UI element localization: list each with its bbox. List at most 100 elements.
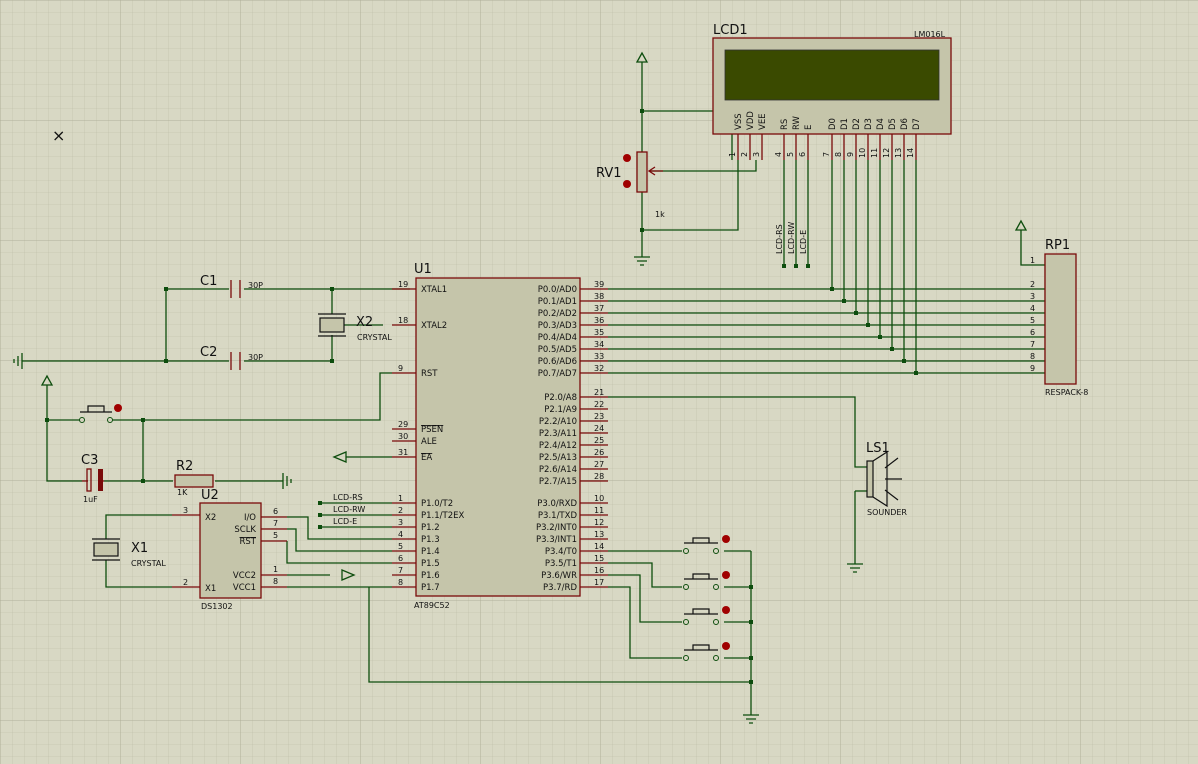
u1-pin-label: P3.1/TXD	[538, 511, 578, 521]
u1-pin-number: 11	[594, 506, 604, 515]
vcc-arrow-ea	[332, 451, 347, 463]
u1-pin-number: 2	[398, 506, 403, 515]
u1-pin-label: P1.3	[421, 535, 440, 545]
x1-crystal[interactable]: X1 CRYSTAL	[92, 538, 166, 568]
rp1-pin-number: 1	[1030, 256, 1035, 265]
lcd-pin-label: D5	[888, 118, 898, 130]
u2-pin-number: 7	[273, 519, 278, 528]
ls1-sounder[interactable]: LS1 SOUNDER	[866, 441, 907, 517]
rp1-pin-number: 8	[1030, 352, 1035, 361]
u1-pin-number: 37	[594, 304, 604, 313]
u1-pin-number: 16	[594, 566, 604, 575]
push-button-4[interactable]	[683, 642, 731, 661]
u1-pin-label: P0.7/AD7	[538, 369, 577, 379]
lcd-pin-label: D2	[852, 118, 862, 130]
lcd-pin-label: D6	[900, 118, 910, 130]
lcd-pin-label: D7	[912, 118, 922, 130]
rp1-body	[1044, 253, 1077, 385]
vcc-arrow-rp1	[1014, 219, 1028, 231]
lcd-part: LM016L	[914, 30, 946, 39]
rv1-probe-icon	[623, 154, 631, 162]
u1-pin-label: P3.2/INT0	[536, 523, 577, 533]
u2-pin-label: SCLK	[234, 525, 256, 535]
c1-capacitor[interactable]: C1 30P	[200, 274, 263, 298]
u1-pin-label: P2.4/A12	[539, 441, 577, 451]
u1-microcontroller[interactable]: U1 AT89C52 19XTAL118XTAL29RST29PSEN30ALE…	[392, 262, 608, 610]
lcd-pin-number: 12	[882, 148, 891, 158]
lcd-component[interactable]: LCD1 LM016L VSS VDD VEE RS RW E D0 D1 D2…	[712, 23, 952, 160]
push-button-2[interactable]	[683, 571, 731, 590]
u1-pin-label: RST	[421, 369, 438, 379]
cursor-marker: ×	[52, 126, 65, 145]
rp1-ref: RP1	[1045, 238, 1070, 253]
u1-pin-label: P1.6	[421, 571, 440, 581]
u1-pin-number: 18	[398, 316, 408, 325]
u1-pin-label: P0.2/AD2	[538, 309, 577, 319]
lcd-pin-number: 4	[774, 152, 783, 157]
net-label-p10: LCD-RS	[333, 493, 363, 502]
u1-pin-number: 39	[594, 280, 604, 289]
u1-pin-number: 1	[398, 494, 403, 503]
lcd-pin-number: 3	[752, 152, 761, 157]
push-button-3[interactable]	[683, 606, 731, 625]
u1-ref: U1	[414, 262, 432, 277]
u1-pin-number: 28	[594, 472, 604, 481]
c2-capacitor[interactable]: C2 30P	[200, 345, 263, 370]
u1-pin-number: 9	[398, 364, 403, 373]
c3-ref: C3	[81, 453, 98, 468]
rv1-ref: RV1	[596, 166, 622, 181]
u1-pin-number: 19	[398, 280, 408, 289]
button-probe-icon	[722, 535, 730, 543]
p3-buttons	[683, 535, 731, 661]
u1-pin-number: 7	[398, 566, 403, 575]
u1-pin-label: P1.1/T2EX	[421, 511, 464, 521]
u2-pin-number: 3	[183, 506, 188, 515]
u1-pin-label: P0.3/AD3	[538, 321, 577, 331]
u2-pin-label: VCC2	[233, 571, 256, 581]
u1-pin-number: 34	[594, 340, 604, 349]
x2-crystal[interactable]: X2 CRYSTAL	[318, 313, 392, 342]
u1-pin-number: 31	[398, 448, 408, 457]
reset-button[interactable]	[79, 404, 123, 423]
u1-pin-number: 21	[594, 388, 604, 397]
x2-part: CRYSTAL	[357, 333, 392, 342]
net-label-p11: LCD-RW	[333, 505, 365, 514]
button-probe-icon	[722, 642, 730, 650]
u1-pin-number: 26	[594, 448, 604, 457]
lcd-pin-label: VDD	[746, 111, 756, 130]
r2-resistor[interactable]: R2 1K	[174, 459, 214, 497]
c3-capacitor[interactable]: C3 1uF	[81, 453, 104, 504]
u2-rtc[interactable]: U2 DS1302 X2 X1 I/O SCLK RST VCC2 VCC1 3…	[172, 488, 287, 611]
rv1-wiper	[647, 166, 663, 176]
rv1-potentiometer[interactable]: RV1 1k	[596, 151, 665, 219]
ls1-ref: LS1	[866, 441, 890, 456]
u1-pin-number: 32	[594, 364, 604, 373]
ls1-part: SOUNDER	[867, 508, 907, 517]
lcd-pin-number: 11	[870, 148, 879, 158]
u2-pin-number: 8	[273, 577, 278, 586]
u1-part: AT89C52	[414, 601, 450, 610]
u2-pin-number: 5	[273, 531, 278, 540]
u2-pin-label: VCC1	[233, 583, 256, 593]
u2-pin-label: X1	[205, 584, 216, 594]
vcc-arrow-reset	[40, 374, 54, 386]
u1-pin-number: 27	[594, 460, 604, 469]
lcd-pin-number: 2	[740, 152, 749, 157]
vcc-arrow-u2	[341, 569, 356, 581]
u1-pin-label: P0.1/AD1	[538, 297, 577, 307]
button-probe-icon	[114, 404, 122, 412]
rp1-pin-number: 2	[1030, 280, 1035, 289]
u1-pin-number: 4	[398, 530, 403, 539]
rp1-resistor-pack[interactable]: RP1 RESPACK-8 1 2 3 4 5 6 7 8 9	[1030, 238, 1088, 397]
rp1-pin-number: 3	[1030, 292, 1035, 301]
u2-pin-label: RST	[240, 537, 257, 547]
push-button-1[interactable]	[683, 535, 731, 554]
u1-pin-number: 8	[398, 578, 403, 587]
rp1-pin-number: 4	[1030, 304, 1035, 313]
u1-pin-number: 3	[398, 518, 403, 527]
u2-ref: U2	[201, 488, 219, 503]
rv1-value: 1k	[655, 210, 665, 219]
u1-pin-label: P0.6/AD6	[538, 357, 577, 367]
u1-pin-number: 38	[594, 292, 604, 301]
